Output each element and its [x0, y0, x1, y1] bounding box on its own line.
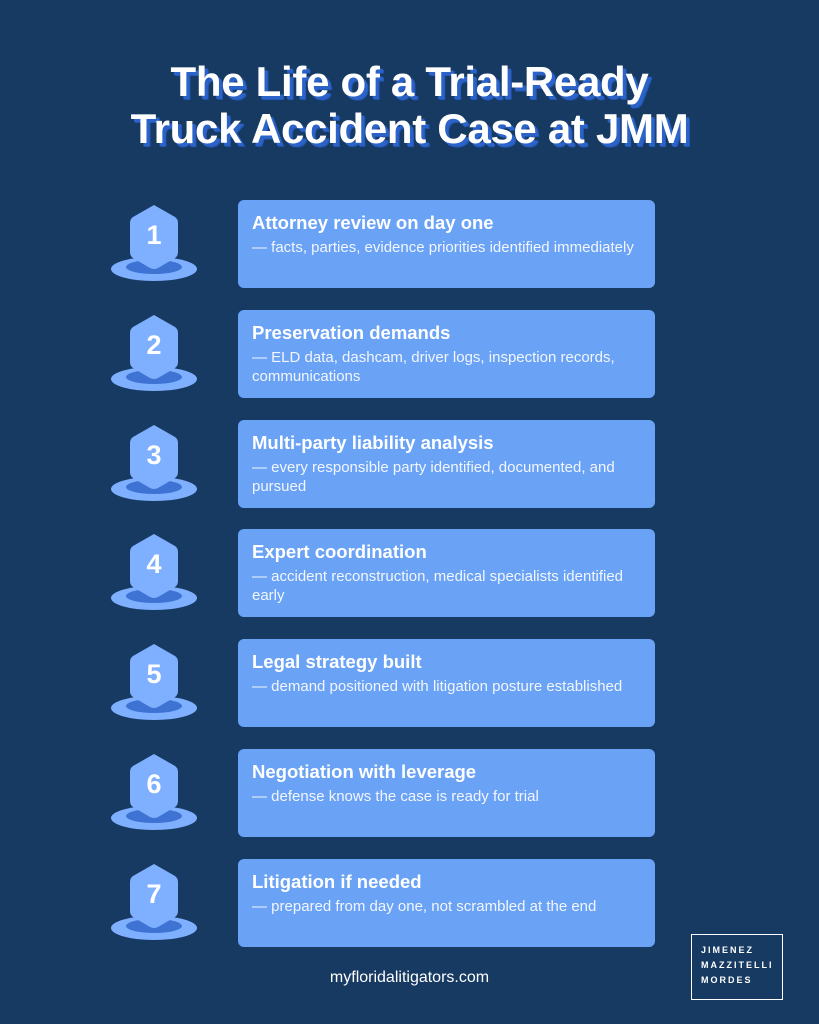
step-description: — prepared from day one, not scrambled a…	[252, 898, 597, 915]
page-title: The Life of a Trial-Ready Truck Accident…	[0, 58, 819, 152]
step-number-badge-icon: 7	[111, 859, 197, 947]
step-description: — defense knows the case is ready for tr…	[252, 788, 539, 805]
step-number: 1	[146, 220, 162, 250]
step-title: Multi-party liability analysis	[252, 432, 494, 453]
step-description: — ELD data, dashcam, driver logs, inspec…	[252, 349, 615, 385]
step-number: 2	[146, 330, 162, 360]
website-url[interactable]: myfloridalitigators.com	[329, 969, 490, 986]
step-title: Attorney review on day one	[252, 212, 494, 233]
step-card: Negotiation with leverage — defense knows…	[238, 749, 655, 837]
step-number: 6	[146, 769, 162, 799]
step-card: Legal strategy built — demand positioned …	[238, 639, 655, 727]
step-title: Legal strategy built	[252, 651, 422, 672]
step-number: 3	[146, 440, 162, 470]
step-4: 4 Expert coordination — accident reconstru…	[0, 529, 819, 617]
step-description: — every responsible party identified, do…	[252, 459, 615, 495]
step-number: 5	[146, 659, 162, 689]
step-5: 5 Legal strategy built — demand positioned…	[0, 639, 819, 727]
logo-line-3: MORDES	[701, 975, 753, 985]
step-number-badge-icon: 1	[111, 200, 197, 288]
logo-line-1: JIMENEZ	[701, 945, 755, 955]
step-card: Preservation demands — ELD data, dashcam,…	[238, 310, 655, 398]
step-6: 6 Negotiation with leverage — defense know…	[0, 749, 819, 837]
step-card: Multi-party liability analysis — every r…	[238, 420, 655, 508]
step-title: Preservation demands	[252, 322, 451, 343]
step-title: Negotiation with leverage	[252, 761, 477, 782]
step-number: 7	[146, 879, 162, 909]
step-number-badge-icon: 3	[111, 420, 197, 508]
step-2: 2 Preservation demands — ELD data, dashcam…	[0, 310, 819, 398]
step-description: — demand positioned with litigation post…	[252, 678, 623, 695]
title-line-1: The Life of a Trial-Ready	[170, 58, 649, 105]
step-number-badge-icon: 2	[111, 310, 197, 398]
firm-logo: JIMENEZ MAZZITELLI MORDES	[691, 934, 783, 1000]
step-number-badge-icon: 4	[111, 529, 197, 617]
logo-line-2: MAZZITELLI	[701, 960, 774, 970]
step-description: — facts, parties, evidence priorities id…	[252, 239, 634, 256]
step-card: Attorney review on day one — facts, part…	[238, 200, 655, 288]
step-description: — accident reconstruction, medical speci…	[252, 568, 624, 604]
step-number: 4	[146, 549, 162, 579]
step-title: Litigation if needed	[252, 871, 422, 892]
step-card: Litigation if needed — prepared from day …	[238, 859, 655, 947]
step-1: 1 Attorney review on day one — facts, par…	[0, 200, 819, 288]
step-7: 7 Litigation if needed — prepared from day…	[0, 859, 819, 947]
title-line-2: Truck Accident Case at JMM	[130, 105, 689, 152]
step-number-badge-icon: 6	[111, 749, 197, 837]
step-card: Expert coordination — accident reconstruc…	[238, 529, 655, 617]
step-3: 3 Multi-party liability analysis — every …	[0, 420, 819, 508]
step-title: Expert coordination	[252, 541, 427, 562]
step-number-badge-icon: 5	[111, 639, 197, 727]
